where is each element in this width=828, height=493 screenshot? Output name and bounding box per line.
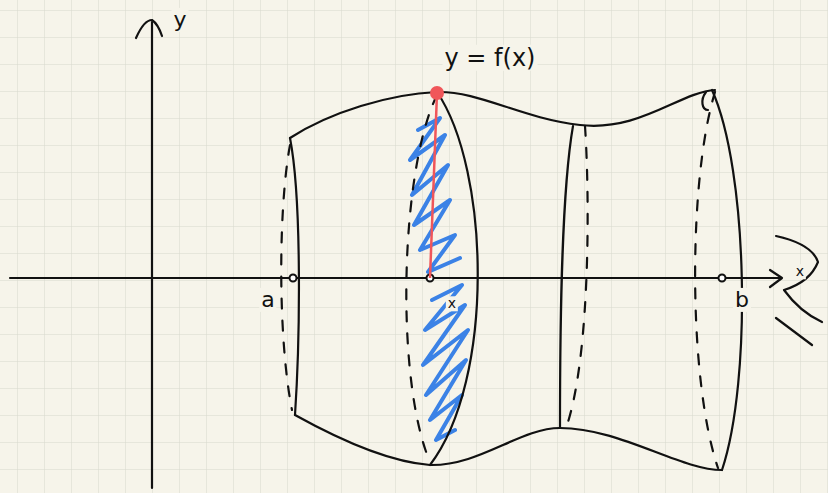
right-rim — [702, 92, 708, 110]
radius-line — [430, 93, 437, 278]
point-a — [290, 275, 297, 282]
axis-label: y — [171, 8, 188, 32]
curve-bottom — [295, 415, 722, 470]
axis-label: b — [733, 288, 751, 312]
axis-label: x — [794, 264, 806, 279]
right-face — [712, 90, 742, 470]
left-face — [290, 138, 299, 415]
disk-back — [406, 95, 437, 462]
y-arrowhead — [136, 20, 162, 38]
section-back — [566, 126, 588, 428]
axis-label: a — [259, 288, 276, 312]
x-axis — [10, 277, 780, 279]
x-arrowhead — [770, 270, 782, 287]
y-axis — [151, 22, 153, 488]
disk-front — [430, 92, 478, 465]
axis-label: y = f(x) — [443, 45, 538, 71]
axis-label: x — [446, 296, 458, 311]
radius-point — [430, 86, 444, 100]
disk-hatch — [410, 118, 468, 440]
right-face-hidden — [695, 92, 718, 468]
rotation-arrow — [776, 236, 822, 345]
curve-top — [290, 90, 715, 138]
section-front — [560, 126, 573, 428]
point-b — [719, 275, 726, 282]
